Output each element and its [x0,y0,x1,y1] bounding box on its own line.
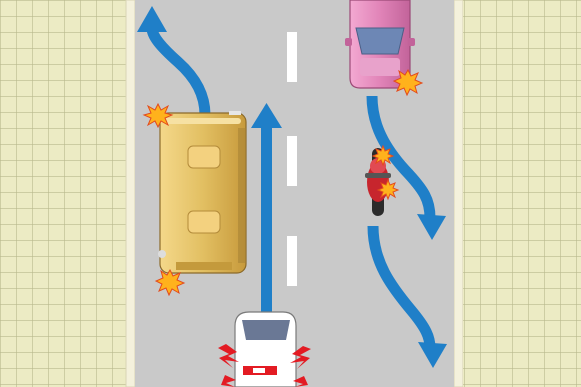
left-sidewalk [0,0,135,387]
center-lane-markings [287,32,297,286]
bus-icon [158,111,246,273]
ambulance-icon [235,312,296,387]
right-sidewalk [454,0,581,387]
